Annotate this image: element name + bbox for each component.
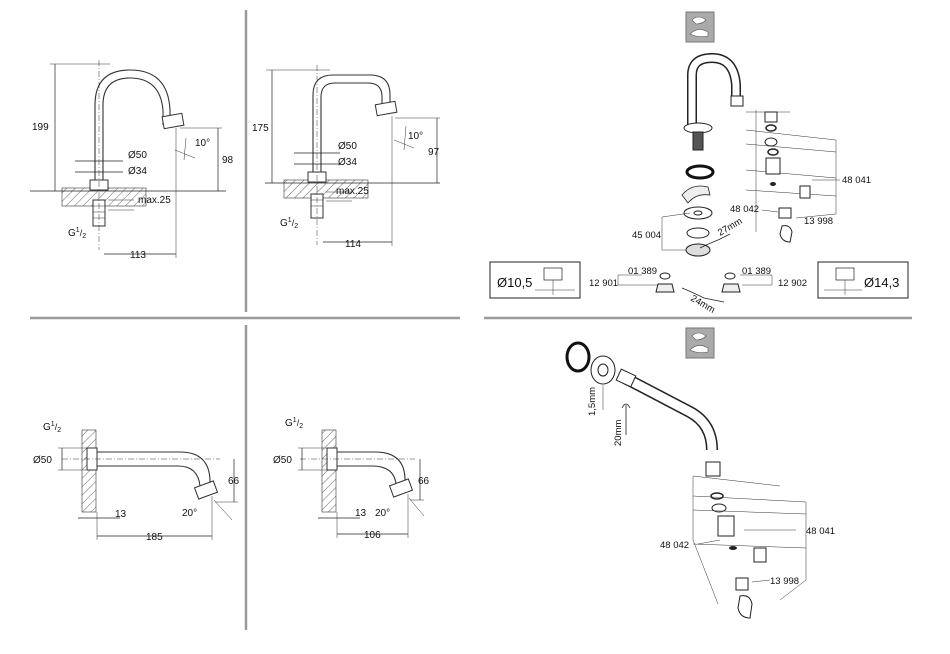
part-01389-left: 01 389 <box>628 266 657 277</box>
hole-size-box-right: Ø14,3 <box>818 262 908 298</box>
exploded-view-wall-spout: 1,5mm 20mm 48 041 48 042 13 998 <box>567 328 835 618</box>
dia-dim-50: Ø50 <box>273 455 292 466</box>
thread-label: G1/2 <box>68 227 86 240</box>
part-12901: 12 901 <box>589 278 618 289</box>
hole-size-box-left: Ø10,5 <box>490 262 580 298</box>
angle-dim-10: 10° <box>408 131 423 142</box>
angle-dim-10: 10° <box>195 138 210 149</box>
part-12902: 12 902 <box>778 278 807 289</box>
projection-dim-106: 106 <box>364 530 381 541</box>
height-dim-175: 175 <box>252 123 269 134</box>
height-dim-199: 199 <box>32 122 49 133</box>
offset-dim-13: 13 <box>115 509 127 520</box>
dia-outer-50: Ø50 <box>338 141 357 152</box>
part-13998: 13 998 <box>770 576 799 587</box>
service-icon <box>686 328 714 358</box>
part-01389-right: 01 389 <box>742 266 771 277</box>
wrench-size-20mm: 20mm <box>613 420 624 446</box>
part-48041: 48 041 <box>842 175 871 186</box>
projection-dim-185: 185 <box>146 532 163 543</box>
part-48042: 48 042 <box>660 540 689 551</box>
max-thickness-25: max.25 <box>336 186 369 197</box>
thread-label: G1/2 <box>280 217 298 230</box>
spout-dim-98: 98 <box>222 155 234 166</box>
angle-dim-20: 20° <box>375 508 390 519</box>
spout-cartridge-parts <box>706 462 766 618</box>
dia-dim-50: Ø50 <box>33 455 52 466</box>
angle-dim-20: 20° <box>182 508 197 519</box>
dia-outer-50: Ø50 <box>128 150 147 161</box>
spout-dim-97: 97 <box>428 147 440 158</box>
projection-dim-113: 113 <box>130 250 146 261</box>
wrench-size-27: 27mm <box>716 216 744 239</box>
wall-spout-drawing-185: G1/2 Ø50 66 13 20° 185 <box>33 421 240 543</box>
thread-label: G1/2 <box>285 417 303 430</box>
thread-label: G1/2 <box>43 421 61 434</box>
part-45004: 45 004 <box>632 230 661 241</box>
wall-spout-drawing-106: G1/2 Ø50 66 13 20° 106 <box>273 417 430 541</box>
part-48042: 48 042 <box>730 204 759 215</box>
service-icon <box>686 12 714 42</box>
dia-inner-34: Ø34 <box>338 157 357 168</box>
hole-size-14-3: Ø14,3 <box>864 275 899 290</box>
spout-dim-66: 66 <box>418 476 430 487</box>
pillar-tap-drawing-199: 199 98 10° Ø50 Ø34 max.25 G1/2 113 <box>30 60 234 261</box>
max-thickness-25: max.25 <box>138 195 171 206</box>
offset-dim-13: 13 <box>355 508 367 519</box>
projection-dim-114: 114 <box>345 239 361 250</box>
wrench-size-24: 24mm <box>689 293 717 316</box>
exploded-view-pillar-tap: 27mm 45 004 48 041 48 042 13 998 <box>490 12 908 316</box>
dia-inner-34: Ø34 <box>128 166 147 177</box>
spout-dim-66: 66 <box>228 476 240 487</box>
pillar-tap-drawing-175: 175 97 10° Ø50 Ø34 max.25 G1/2 114 <box>252 65 440 250</box>
part-13998: 13 998 <box>804 216 833 227</box>
allen-key-1-5mm: 1,5mm <box>587 387 598 416</box>
hole-size-10-5: Ø10,5 <box>497 275 532 290</box>
part-48041: 48 041 <box>806 526 835 537</box>
